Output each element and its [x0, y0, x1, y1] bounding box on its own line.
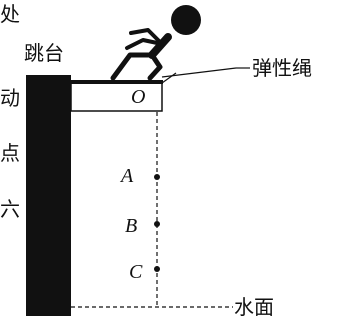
rope-right [161, 67, 237, 78]
jumper-arm-back [125, 38, 164, 50]
platform-label: 跳台 [24, 41, 64, 65]
point-label-o: O [131, 86, 145, 108]
point-label-c: C [129, 261, 143, 283]
jumper-leg-front [147, 52, 163, 81]
jumper-arm-front [129, 28, 164, 46]
point-label-a: A [119, 165, 134, 187]
jumper-head [171, 5, 201, 35]
fragment-text-3: 点 [0, 141, 20, 165]
tower-block [26, 75, 71, 316]
rope-knot [161, 72, 177, 84]
jumper-leg-back [110, 52, 155, 81]
jump-platform [70, 82, 163, 112]
point-c-dot [154, 266, 160, 272]
point-b-dot [154, 221, 160, 227]
fragment-text-4: 六 [0, 197, 20, 221]
point-a-dot [154, 174, 160, 180]
jumper-figure [110, 5, 201, 81]
fragment-text-1: 处 [0, 2, 20, 26]
point-label-b: B [125, 215, 137, 237]
fragment-text-2: 动 [0, 86, 20, 110]
water-label: 水面 [234, 295, 274, 319]
jumper-torso [148, 33, 172, 59]
rope-label: 弹性绳 [252, 56, 312, 80]
